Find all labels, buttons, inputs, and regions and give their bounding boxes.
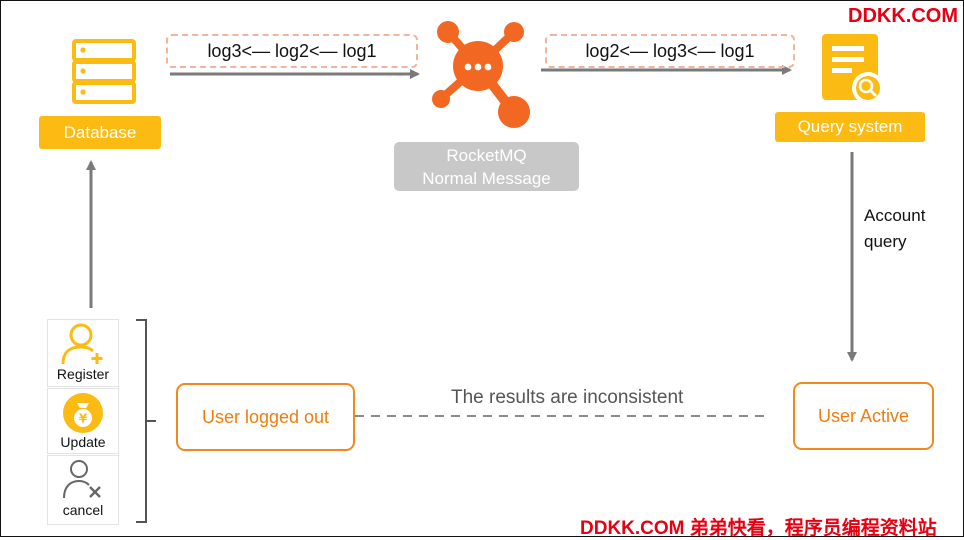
user-plus-icon [61,323,103,365]
message-sequence-right: log2<— log3<— log1 [545,34,795,68]
database-icon [72,39,136,104]
account-query-line2: query [864,232,907,251]
action-label-register: Register [56,366,110,382]
rocketmq-label-line2: Normal Message [422,168,551,188]
message-sequence-left: log3<— log2<— log1 [166,34,418,68]
watermark-top: DDKK.COM [848,5,958,27]
user-cancel-icon [63,460,101,499]
action-card-cancel: cancel [47,455,119,525]
action-card-register: Register [47,319,119,387]
rocketmq-label: RocketMQ Normal Message [394,142,579,191]
rocketmq-logo-icon [432,21,530,128]
status-user-logged-out: User logged out [176,383,355,451]
inconsistent-results-label: The results are inconsistent [451,387,684,408]
status-user-active: User Active [793,382,934,450]
action-card-update: ¥ Update [47,388,119,454]
action-label-update: Update [60,434,106,450]
account-query-line1: Account [864,206,926,225]
action-label-cancel: cancel [62,502,104,518]
svg-text:¥: ¥ [79,412,88,426]
actions-bracket [136,319,156,523]
database-label: Database [39,116,161,149]
rocketmq-label-line1: RocketMQ [446,145,527,165]
watermark-bottom: DDKK.COM 弟弟快看，程序员编程资料站 [580,518,937,539]
query-system-label: Query system [775,112,925,142]
account-query-note: Account query [864,203,925,255]
query-document-icon [822,34,884,104]
money-bag-icon: ¥ [63,393,103,433]
